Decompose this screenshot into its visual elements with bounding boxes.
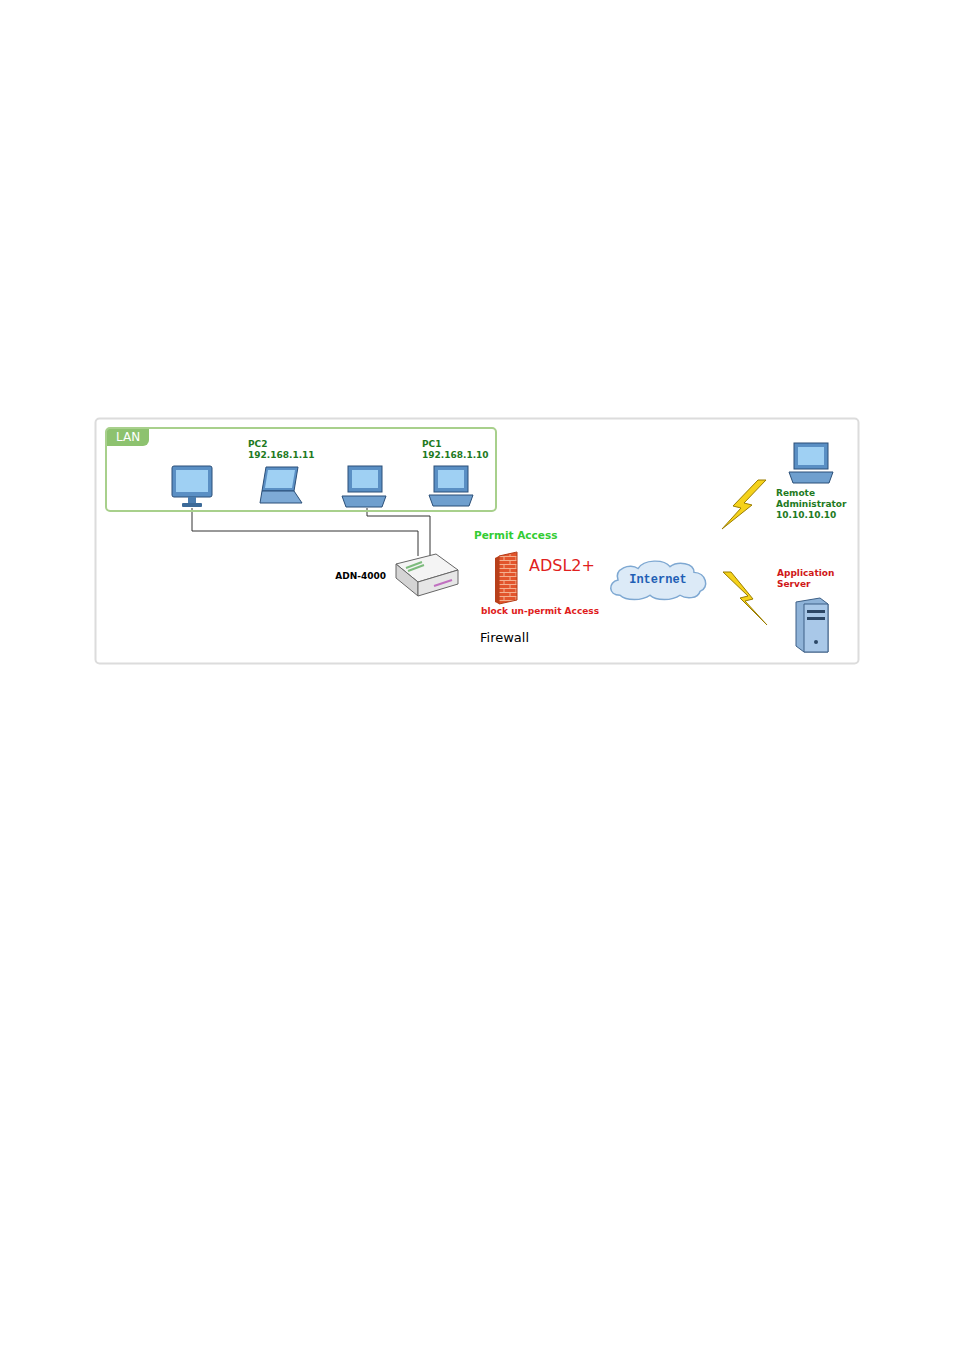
server-node: Application Server (777, 568, 834, 654)
cloud-label: Internet (629, 573, 687, 587)
host-label: PC2 192.168.1.11 (248, 439, 315, 461)
server-icon (794, 596, 830, 654)
lan-wire (192, 508, 418, 556)
wireless-bolt (722, 480, 766, 529)
access-note: Permit Access (474, 529, 557, 541)
computer-node: PC1 192.168.1.10 (422, 439, 489, 507)
panel-frame (96, 419, 859, 664)
desktop-icon (788, 442, 834, 484)
desktop-icon (428, 465, 474, 507)
laptop-icon (258, 465, 304, 505)
group-tab: LAN (107, 429, 149, 446)
device-label: ADN-4000 (335, 571, 386, 581)
lan-wire (367, 508, 430, 556)
firewall-wall (495, 552, 517, 604)
internet-cloud: Internet (606, 559, 710, 601)
host-label: Remote Administrator 10.10.10.10 (776, 488, 846, 520)
monitor-icon (172, 466, 212, 507)
host-label: Application Server (777, 568, 834, 590)
link-label: ADSL2+ (527, 556, 597, 575)
router-icon (392, 550, 460, 600)
access-note: block un-permit Access (481, 606, 599, 616)
section-label: Firewall (480, 630, 529, 645)
remote-admin-node: Remote Administrator 10.10.10.10 (776, 442, 846, 520)
host-label: PC1 192.168.1.10 (422, 439, 489, 461)
router-node: ADN-4000 (392, 550, 460, 600)
computer-node: PC2 192.168.1.11 (248, 439, 315, 505)
lan-group: LAN PC2 192.168.1.11 PC1 192.168.1.10 (105, 427, 497, 512)
desktop-icon (342, 466, 386, 507)
wireless-bolt (723, 572, 767, 625)
